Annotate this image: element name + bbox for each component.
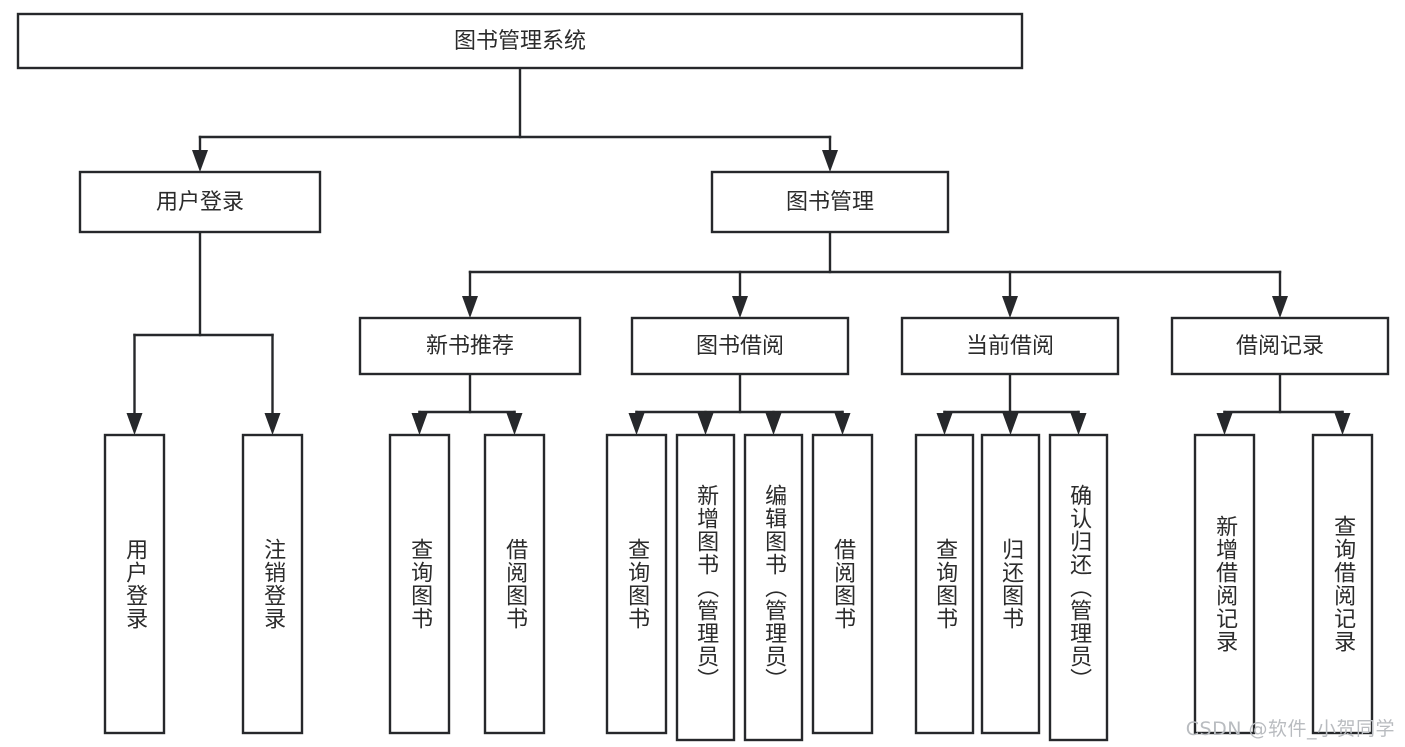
arrow-head-icon (411, 413, 428, 435)
node-leaf-borrow-book-2-box[interactable] (811, 433, 874, 735)
arrow-head-icon (732, 296, 748, 318)
node-root-box[interactable] (16, 12, 1024, 70)
node-leaf-query-book-2[interactable] (605, 433, 668, 735)
node-leaf-logout[interactable] (241, 433, 304, 735)
node-user-login-label: 用户登录 (156, 190, 244, 215)
node-new-book-rec-box[interactable] (358, 316, 582, 376)
arrow-head-icon (192, 150, 208, 172)
node-borrow-record[interactable]: 借阅记录 (1170, 316, 1390, 376)
arrow-head-icon (765, 413, 782, 435)
node-leaf-query-record-box[interactable] (1311, 433, 1374, 735)
node-borrow-record-label: 借阅记录 (1236, 334, 1324, 359)
arrow-head-icon (462, 296, 478, 318)
node-leaf-query-book-1[interactable] (388, 433, 451, 735)
node-user-login-box[interactable] (78, 170, 322, 234)
node-book-manage-label: 图书管理 (786, 190, 874, 215)
arrow-head-icon (936, 413, 953, 435)
node-book-manage[interactable]: 图书管理 (710, 170, 950, 234)
arrow-head-icon (1070, 413, 1087, 435)
node-leaf-add-book[interactable] (675, 433, 736, 742)
watermark-text: CSDN @软件_小贺同学 (1185, 718, 1395, 740)
node-leaf-query-book-1-box[interactable] (388, 433, 451, 735)
node-root-label: 图书管理系统 (454, 29, 586, 54)
arrow-head-icon (1334, 413, 1351, 435)
node-leaf-query-book-2-box[interactable] (605, 433, 668, 735)
node-leaf-add-record-box[interactable] (1193, 433, 1256, 735)
node-leaf-user-login-box[interactable] (103, 433, 166, 735)
node-leaf-edit-book-box[interactable] (743, 433, 804, 742)
node-leaf-query-record[interactable] (1311, 433, 1374, 735)
node-new-book-rec[interactable]: 新书推荐 (358, 316, 582, 376)
node-leaf-add-book-box[interactable] (675, 433, 736, 742)
node-user-login[interactable]: 用户登录 (78, 170, 322, 234)
arrow-head-icon (1272, 296, 1288, 318)
connectors-layer (126, 66, 1351, 435)
node-leaf-confirm-return[interactable] (1048, 433, 1109, 742)
node-leaf-confirm-return-box[interactable] (1048, 433, 1109, 742)
arrow-head-icon (1216, 413, 1233, 435)
node-current-borrow-label: 当前借阅 (966, 334, 1054, 359)
arrow-head-icon (264, 413, 281, 435)
node-leaf-query-book-3[interactable] (914, 433, 975, 735)
arrow-head-icon (126, 413, 143, 435)
arrow-head-icon (1002, 413, 1019, 435)
arrow-head-icon (506, 413, 523, 435)
node-new-book-rec-label: 新书推荐 (426, 334, 514, 359)
arrow-head-icon (834, 413, 851, 435)
node-leaf-add-record[interactable] (1193, 433, 1256, 735)
node-book-borrow-box[interactable] (630, 316, 850, 376)
node-leaf-return-book-box[interactable] (980, 433, 1041, 735)
node-leaf-edit-book[interactable] (743, 433, 804, 742)
node-leaf-borrow-book-2[interactable] (811, 433, 874, 735)
node-leaf-query-book-3-box[interactable] (914, 433, 975, 735)
arrow-head-icon (1002, 296, 1018, 318)
node-root[interactable]: 图书管理系统 (16, 12, 1024, 70)
arrow-head-icon (697, 413, 714, 435)
arrow-head-icon (628, 413, 645, 435)
node-leaf-user-login[interactable] (103, 433, 166, 735)
node-borrow-record-box[interactable] (1170, 316, 1390, 376)
node-current-borrow-box[interactable] (900, 316, 1120, 376)
node-leaf-borrow-book-1-box[interactable] (483, 433, 546, 735)
node-book-borrow[interactable]: 图书借阅 (630, 316, 850, 376)
node-current-borrow[interactable]: 当前借阅 (900, 316, 1120, 376)
node-book-borrow-label: 图书借阅 (696, 334, 784, 359)
arrow-head-icon (822, 150, 838, 172)
node-leaf-return-book[interactable] (980, 433, 1041, 735)
node-book-manage-box[interactable] (710, 170, 950, 234)
node-leaf-logout-box[interactable] (241, 433, 304, 735)
node-leaf-borrow-book-1[interactable] (483, 433, 546, 735)
